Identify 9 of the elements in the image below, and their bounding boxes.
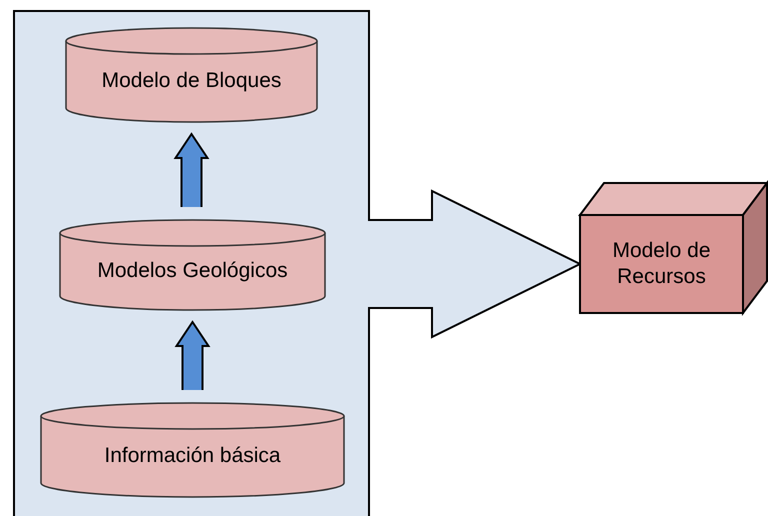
- database-cylinder: [59, 219, 326, 310]
- node-label: Modelo de Bloques: [102, 68, 282, 94]
- node-label: Modelos Geológicos: [97, 258, 288, 284]
- block-arrow: [174, 320, 210, 391]
- block-arrow: [174, 132, 210, 208]
- group-panel: [13, 10, 370, 516]
- database-cylinder: [40, 402, 345, 497]
- database-cylinder: [65, 27, 318, 122]
- node-label: Información básica: [104, 443, 281, 470]
